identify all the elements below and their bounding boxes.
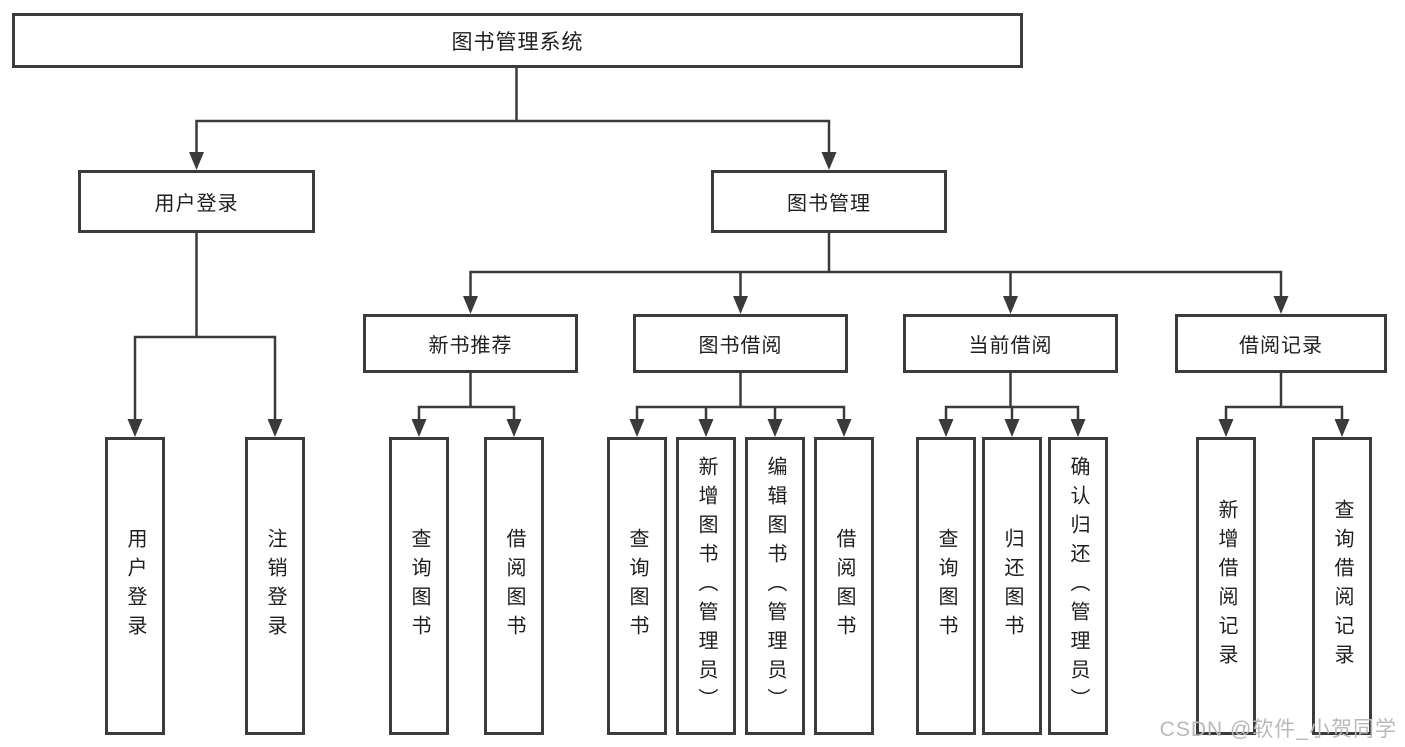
leaf-logout: 注销登录 — [245, 437, 305, 735]
node-book-borrowing: 图书借阅 — [633, 314, 848, 373]
node-root-system: 图书管理系统 — [12, 13, 1023, 68]
node-label: 当前借阅 — [968, 335, 1053, 357]
node-new-book-recommend: 新书推荐 — [363, 314, 578, 373]
arrow-down-icon — [127, 419, 143, 437]
node-label: 用户登录 — [124, 528, 146, 644]
connector-bookborrow-to-leaves — [635, 371, 846, 431]
node-label: 确认归还（管理员） — [1067, 455, 1089, 717]
connector-bookmgmt-to-level3 — [469, 231, 1283, 308]
node-label: 新增图书（管理员） — [695, 455, 717, 717]
arrow-down-icon — [767, 419, 783, 437]
node-label: 归还图书 — [1001, 528, 1023, 644]
arrow-down-icon — [938, 419, 954, 437]
leaf-query-books-2: 查询图书 — [607, 437, 667, 735]
arrow-down-icon — [821, 152, 837, 170]
leaf-user-login: 用户登录 — [105, 437, 165, 735]
connector-newbook-to-leaves — [417, 371, 516, 431]
node-label: 借阅图书 — [833, 528, 855, 644]
leaf-add-borrow-record: 新增借阅记录 — [1196, 437, 1256, 735]
node-label: 借阅记录 — [1239, 335, 1323, 357]
node-label: 查询图书 — [626, 528, 648, 644]
arrow-down-icon — [1334, 419, 1350, 437]
connector-currentborrow-to-leaves — [944, 371, 1080, 431]
node-current-borrowing: 当前借阅 — [903, 314, 1118, 373]
node-label: 编辑图书（管理员） — [764, 455, 786, 717]
node-user-login: 用户登录 — [78, 170, 315, 233]
leaf-add-books-admin: 新增图书（管理员） — [676, 437, 736, 735]
node-label: 查询图书 — [408, 528, 430, 644]
node-label: 新增借阅记录 — [1215, 499, 1237, 673]
arrow-down-icon — [506, 419, 522, 437]
leaf-return-books: 归还图书 — [982, 437, 1042, 735]
leaf-edit-books-admin: 编辑图书（管理员） — [745, 437, 805, 735]
arrow-down-icon — [629, 419, 645, 437]
arrow-down-icon — [733, 296, 748, 314]
arrow-down-icon — [463, 296, 478, 314]
leaf-borrow-books-2: 借阅图书 — [814, 437, 874, 735]
connector-userlogin-to-leaves — [133, 231, 277, 431]
node-book-management: 图书管理 — [711, 170, 947, 233]
node-label: 查询图书 — [935, 528, 957, 644]
node-label: 注销登录 — [264, 528, 286, 644]
arrow-down-icon — [267, 419, 283, 437]
arrow-down-icon — [1003, 296, 1018, 314]
node-label: 借阅图书 — [503, 528, 525, 644]
arrow-down-icons — [127, 152, 1350, 437]
arrow-down-icon — [1004, 419, 1020, 437]
leaf-query-books-1: 查询图书 — [389, 437, 449, 735]
arrow-down-icon — [1070, 419, 1086, 437]
arrow-down-icon — [1273, 296, 1289, 314]
arrow-down-icon — [698, 419, 714, 437]
arrow-down-icon — [1218, 419, 1234, 437]
node-label: 图书借阅 — [698, 335, 783, 357]
leaf-query-borrow-record: 查询借阅记录 — [1312, 437, 1372, 735]
connector-root-to-level2 — [195, 66, 831, 164]
arrow-down-icon — [411, 419, 427, 437]
connector-paths — [133, 66, 1344, 431]
node-label: 图书管理系统 — [451, 30, 584, 54]
arrow-down-icon — [836, 419, 852, 437]
node-label: 新书推荐 — [428, 335, 513, 357]
node-label: 图书管理 — [787, 193, 871, 215]
leaf-query-books-3: 查询图书 — [916, 437, 976, 735]
node-borrow-records: 借阅记录 — [1175, 314, 1387, 373]
arrow-down-icon — [189, 152, 204, 170]
leaf-confirm-return-admin: 确认归还（管理员） — [1048, 437, 1108, 735]
node-label: 查询借阅记录 — [1331, 499, 1353, 673]
leaf-borrow-books-1: 借阅图书 — [484, 437, 544, 735]
connector-borrowrecord-to-leaves — [1224, 371, 1344, 431]
node-label: 用户登录 — [154, 193, 239, 215]
